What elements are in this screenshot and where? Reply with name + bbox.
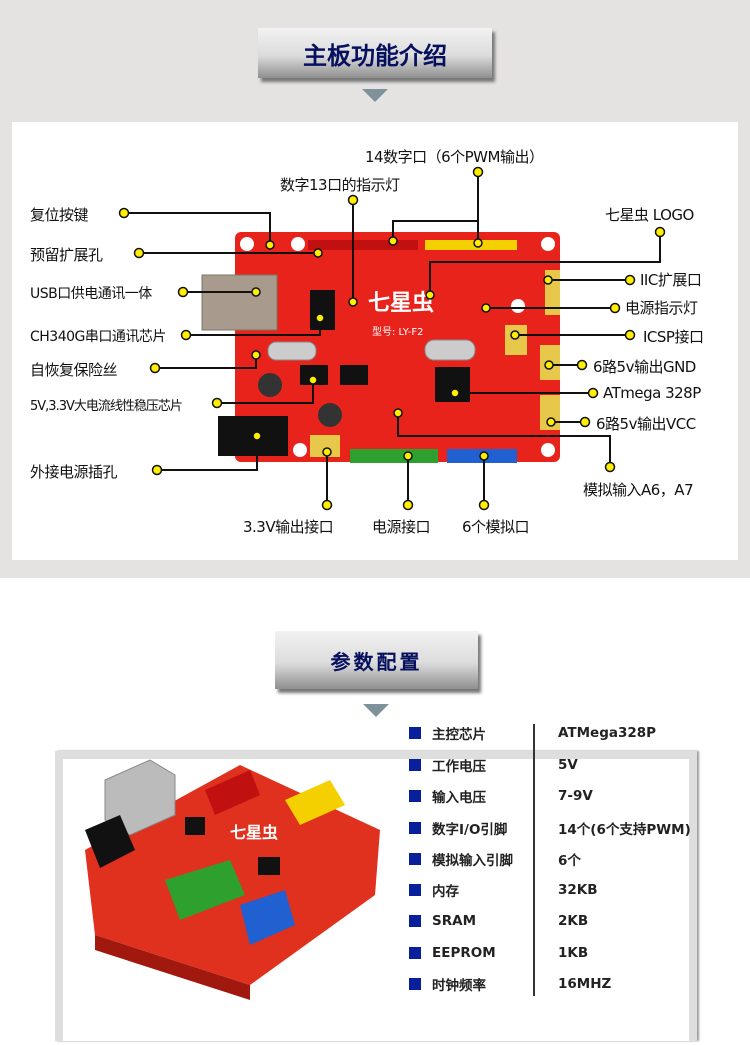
bullet-square-icon: [409, 759, 421, 771]
spec-row: 模拟输入引脚 6个: [409, 849, 581, 869]
section-title-features: 主板功能介绍: [258, 28, 492, 78]
callout-mcu: ATmega 328P: [603, 384, 701, 402]
bullet-square-icon: [409, 915, 421, 927]
callout-reserved-holes: 预留扩展孔: [30, 246, 103, 264]
spec-value: 1KB: [558, 945, 589, 961]
down-arrow-icon: [363, 704, 389, 717]
spec-row: EEPROM 1KB: [409, 943, 588, 963]
callout-vcc: 6路5v输出VCC: [596, 415, 696, 433]
board-illustration: 七星虫 型号: LY-F2: [201, 232, 560, 463]
spec-value: 5V: [558, 757, 578, 773]
spec-value: 2KB: [558, 913, 589, 929]
board-diagram: 七星虫 型号: LY-F2: [118, 166, 666, 511]
spec-panel: [55, 751, 697, 1041]
spec-value: 16MHZ: [558, 976, 612, 992]
spec-value: 32KB: [558, 882, 598, 898]
callout-power-led: 电源指示灯: [625, 299, 698, 317]
spec-key: 输入电压: [432, 790, 486, 806]
spec-key: SRAM: [432, 913, 477, 929]
callout-dc-jack: 外接电源插孔: [30, 463, 118, 481]
callout-dots: [118, 166, 666, 511]
spec-row: 输入电压 7-9V: [409, 786, 593, 806]
spec-value: 6个: [558, 853, 581, 869]
callout-iic: IIC扩展口: [640, 271, 702, 289]
spec-value: 14个(6个支持PWM): [558, 822, 691, 838]
board-model: 型号: LY-F2: [372, 325, 423, 338]
callout-a6-a7: 模拟输入A6，A7: [583, 481, 694, 499]
callout-reset: 复位按键: [30, 206, 89, 224]
spec-key: 内存: [432, 884, 459, 900]
spec-key: 工作电压: [432, 759, 486, 775]
leader-lines: [124, 172, 661, 505]
spec-key: EEPROM: [432, 945, 496, 961]
bullet-square-icon: [409, 727, 421, 739]
callout-regulator: 5V,3.3V大电流线性稳压芯片: [30, 399, 183, 414]
callout-digital-pins: 14数字口（6个PWM输出）: [365, 148, 544, 166]
spec-key: 数字I/O引脚: [432, 822, 508, 838]
bullet-square-icon: [409, 853, 421, 865]
callout-icsp: ICSP接口: [643, 328, 704, 346]
callout-usb: USB口供电通讯一体: [30, 286, 152, 302]
callout-3v3-out: 3.3V输出接口: [243, 518, 334, 536]
spec-key: 模拟输入引脚: [432, 853, 513, 869]
spec-divider: [533, 724, 535, 996]
spec-value: ATMega328P: [558, 725, 657, 741]
spec-row: 工作电压 5V: [409, 755, 578, 775]
callout-analog-pins: 6个模拟口: [462, 518, 530, 536]
callout-fuse: 自恢复保险丝: [30, 361, 118, 379]
spec-row: 时钟频率 16MHZ: [409, 974, 611, 994]
bullet-square-icon: [409, 947, 421, 959]
callout-led13: 数字13口的指示灯: [280, 176, 400, 194]
spec-row: SRAM 2KB: [409, 911, 588, 931]
spec-key: 时钟频率: [432, 978, 486, 994]
section-title-specs: 参数配置: [275, 631, 478, 689]
spec-row: 主控芯片 ATMega328P: [409, 723, 656, 743]
spec-key: 主控芯片: [432, 727, 486, 743]
callout-power-header: 电源接口: [372, 518, 431, 536]
spec-value: 7-9V: [558, 788, 593, 804]
bullet-square-icon: [409, 884, 421, 896]
board-brand: 七星虫: [368, 290, 434, 316]
spec-row: 内存 32KB: [409, 880, 598, 900]
down-arrow-icon: [362, 89, 388, 102]
callout-gnd: 6路5v输出GND: [593, 358, 696, 376]
spec-row: 数字I/O引脚 14个(6个支持PWM): [409, 818, 691, 838]
callout-ch340: CH340G串口通讯芯片: [30, 329, 166, 345]
callout-logo: 七星虫 LOGO: [605, 206, 694, 224]
bullet-square-icon: [409, 822, 421, 834]
bullet-square-icon: [409, 790, 421, 802]
bullet-square-icon: [409, 978, 421, 990]
